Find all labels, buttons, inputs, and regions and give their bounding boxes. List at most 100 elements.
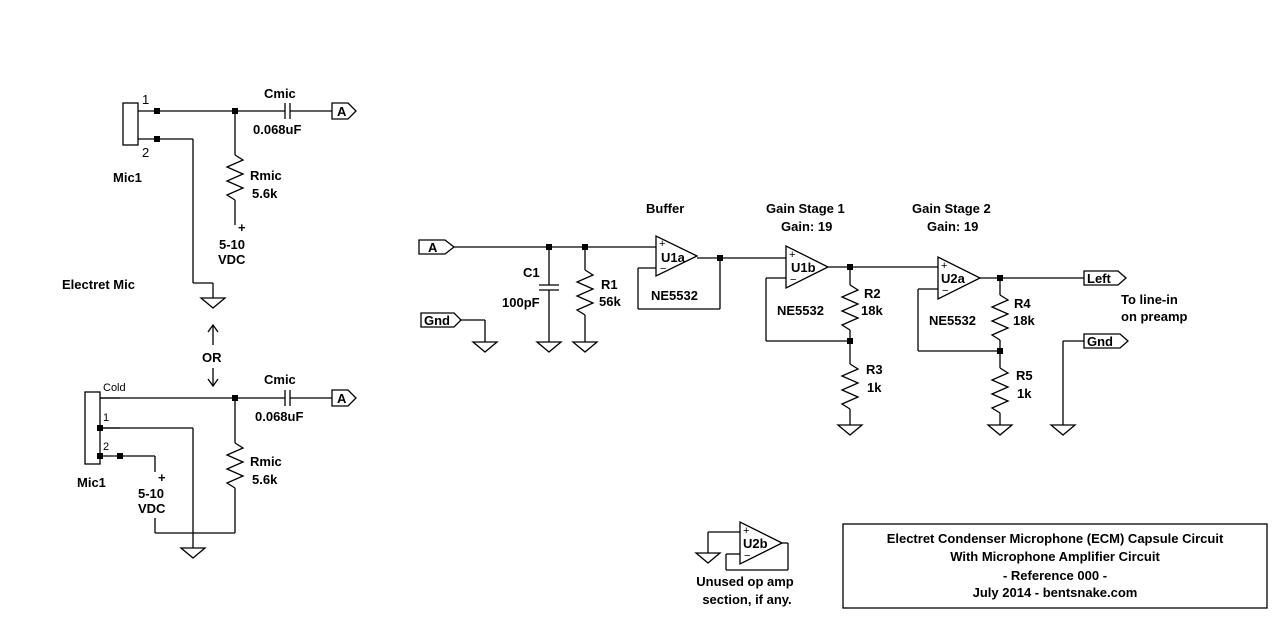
title-block: Electret Condenser Microphone (ECM) Caps… xyxy=(842,523,1268,609)
r5-resistor xyxy=(990,367,1010,414)
mic-top-pin2: 2 xyxy=(142,145,149,160)
amp-in-label: A xyxy=(428,240,438,255)
r1-val: 56k xyxy=(599,294,621,309)
title-line2: With Microphone Amplifier Circuit xyxy=(950,549,1160,564)
u2a-part: NE5532 xyxy=(929,313,976,328)
mic-top-supply-plus: + xyxy=(238,220,246,235)
u1b-ref: U1b xyxy=(791,260,816,275)
r2-val: 18k xyxy=(861,303,883,318)
amp-note-line1: To line-in xyxy=(1121,292,1178,307)
r4-val: 18k xyxy=(1013,313,1035,328)
mic-top-cap-val: 0.068uF xyxy=(253,122,301,137)
c1-ground-icon xyxy=(536,341,562,353)
u2a-plus: + xyxy=(941,260,947,272)
amp-gnd-ground-icon xyxy=(472,341,498,353)
c1-val: 100pF xyxy=(502,295,540,310)
u2a-ref: U2a xyxy=(941,271,966,286)
u1b-minus: − xyxy=(790,274,796,286)
amp-in-port xyxy=(418,239,456,255)
r4-resistor xyxy=(990,294,1010,341)
stage2-title: Gain Stage 2 xyxy=(912,201,991,216)
r2-resistor xyxy=(840,284,860,331)
u1a-part: NE5532 xyxy=(651,288,698,303)
u2a-minus: − xyxy=(942,285,948,297)
mic-bottom-res-ref: Rmic xyxy=(250,454,282,469)
mic-top-out-port xyxy=(331,102,357,120)
u1b-part: NE5532 xyxy=(777,303,824,318)
mic-bottom-supply-line2: VDC xyxy=(138,501,166,516)
electret-mic-label: Electret Mic xyxy=(62,277,135,292)
r3-val: 1k xyxy=(867,380,882,395)
r5-ref: R5 xyxy=(1016,368,1033,383)
mic-top-capsule xyxy=(122,102,139,146)
amp-out-port xyxy=(1083,270,1127,286)
c1-ref: C1 xyxy=(523,265,540,280)
r3-resistor xyxy=(840,363,860,410)
buffer-title: Buffer xyxy=(646,201,684,216)
u2b-ground-icon xyxy=(695,552,721,564)
mic-bottom-rmic xyxy=(225,442,245,489)
unused-opamp-section: + − U2b Unused op amp section, if any. xyxy=(695,520,794,607)
stage1-title: Gain Stage 1 xyxy=(766,201,845,216)
mic-top-supply-line2: VDC xyxy=(218,252,246,267)
r2-ref: R2 xyxy=(864,286,881,301)
mic-bottom-out-port xyxy=(331,389,357,407)
mic-top-ground-icon xyxy=(200,297,226,309)
mic-top-pin1: 1 xyxy=(142,92,149,107)
mic-top-rmic xyxy=(225,154,245,201)
title-line1: Electret Condenser Microphone (ECM) Caps… xyxy=(887,531,1224,546)
r3-ground-icon xyxy=(837,424,863,436)
u2b-ref: U2b xyxy=(743,536,768,551)
mic-bottom-res-val: 5.6k xyxy=(252,472,278,487)
amp-gnd2-ground-icon xyxy=(1050,424,1076,436)
u1a-ref: U1a xyxy=(661,250,686,265)
amp-gnd-port xyxy=(420,312,462,328)
u2b-plus: + xyxy=(743,525,749,537)
u1b-opamp xyxy=(785,244,830,290)
mic-bottom-out-label: A xyxy=(337,391,347,406)
unused-note-line2: section, if any. xyxy=(702,592,791,607)
u1a-plus: + xyxy=(659,238,665,250)
amp-out-label: Left xyxy=(1087,271,1112,286)
or-arrows: OR xyxy=(202,323,222,388)
mic-bottom-section: Cold 1 2 Mic1 Cmic 0.068uF A Rmic 5.6k +… xyxy=(77,372,357,559)
mic-bottom-cap-val: 0.068uF xyxy=(255,409,303,424)
u1b-plus: + xyxy=(789,249,795,261)
amp-gnd-label: Gnd xyxy=(424,313,450,328)
mic-bottom-pin-cold: Cold xyxy=(103,382,126,394)
mic-bottom-cap-ref: Cmic xyxy=(264,372,296,387)
r1-ground-icon xyxy=(572,341,598,353)
mic-bottom-ground-icon xyxy=(180,547,206,559)
mic-bottom-supply-line1: 5-10 xyxy=(138,486,164,501)
r5-val: 1k xyxy=(1017,386,1032,401)
mic-top-res-val: 5.6k xyxy=(252,186,278,201)
u1a-opamp xyxy=(655,234,699,278)
u2b-minus: − xyxy=(744,550,750,562)
mic-bottom-ref: Mic1 xyxy=(77,475,106,490)
r3-ref: R3 xyxy=(866,362,883,377)
amp-gnd2-port xyxy=(1083,333,1129,349)
amplifier-section: A C1 100pF R1 56k Gnd Buffer + − U1a NE5… xyxy=(418,201,1188,436)
amp-note-line2: on preamp xyxy=(1121,309,1188,324)
stage1-gain: Gain: 19 xyxy=(781,219,832,234)
u2b-opamp xyxy=(739,520,784,566)
mic-bottom-pin1: 1 xyxy=(103,412,109,424)
title-line3: - Reference 000 - xyxy=(1003,568,1107,583)
r4-ref: R4 xyxy=(1014,296,1031,311)
mic-top-cap-ref: Cmic xyxy=(264,86,296,101)
u2a-opamp xyxy=(937,255,982,301)
r5-ground-icon xyxy=(987,424,1013,436)
mic-top-out-label: A xyxy=(337,104,347,119)
stage2-gain: Gain: 19 xyxy=(927,219,978,234)
amp-gnd2-label: Gnd xyxy=(1087,334,1113,349)
or-label: OR xyxy=(202,350,222,365)
mic-bottom-pin2: 2 xyxy=(103,441,109,453)
title-block-frame xyxy=(842,523,1268,609)
r1-ref: R1 xyxy=(601,277,618,292)
mic-top-section: 1 2 Mic1 Cmic 0.068uF A Rmic 5.6k + 5-10… xyxy=(113,86,357,309)
mic-top-supply-line1: 5-10 xyxy=(219,237,245,252)
unused-note-line1: Unused op amp xyxy=(696,574,794,589)
title-line4: July 2014 - bentsnake.com xyxy=(973,585,1138,600)
u1a-minus: − xyxy=(660,263,666,275)
